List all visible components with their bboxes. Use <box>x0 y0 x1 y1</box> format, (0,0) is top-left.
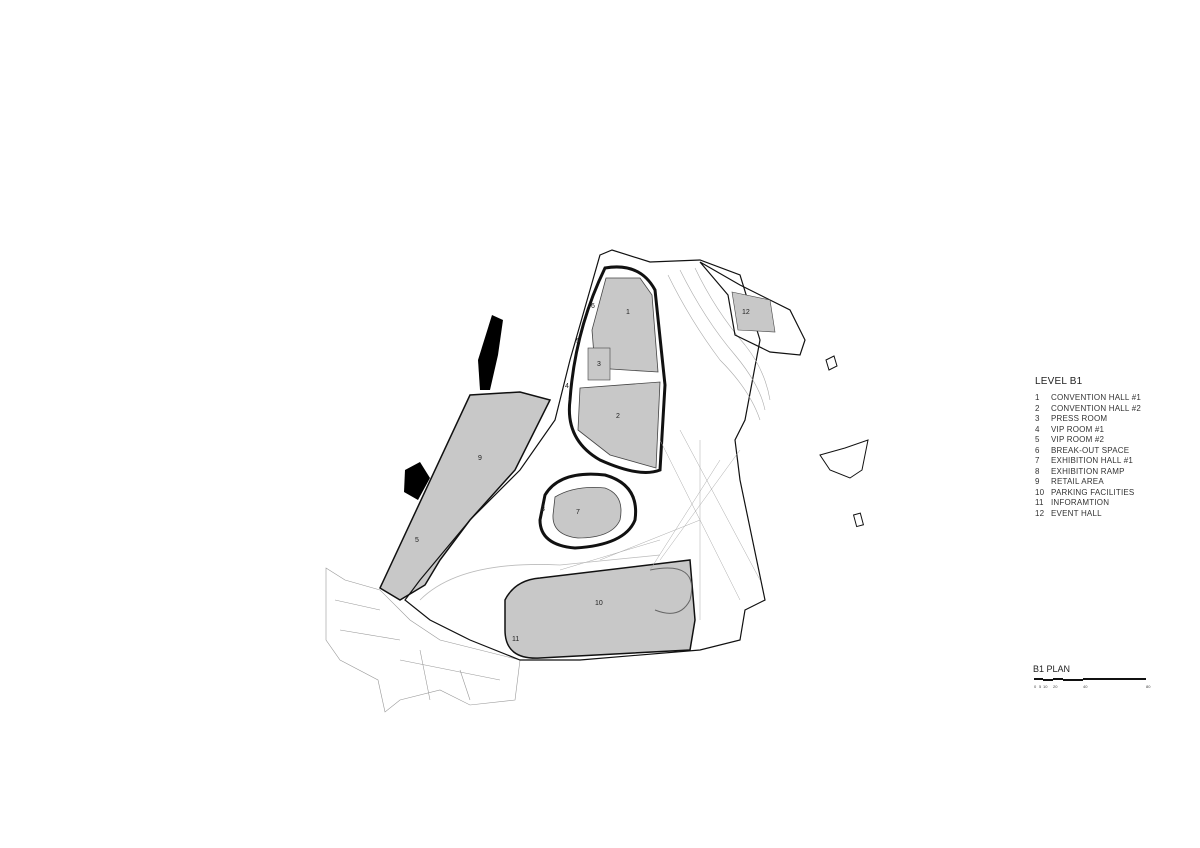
legend-item-label: PARKING FACILITIES <box>1051 487 1135 497</box>
plan-label: 4 <box>565 383 569 390</box>
scale-title: B1 PLAN <box>1033 664 1071 674</box>
legend-item-label: CONVENTION HALL #2 <box>1051 403 1141 413</box>
legend-item-number: 7 <box>1035 456 1040 465</box>
pier-structure <box>478 315 503 390</box>
plan-label: 5 <box>415 537 419 544</box>
legend-item-number: 9 <box>1035 477 1040 486</box>
legend-item: 1 CONVENTION HALL #1 <box>1035 393 1141 404</box>
legend-item-label: PRESS ROOM <box>1051 414 1108 423</box>
legend-item-number: 4 <box>1035 424 1040 434</box>
legend-item-number: 10 <box>1035 487 1045 497</box>
exhibition-loop <box>538 472 638 550</box>
press-room <box>587 347 611 381</box>
exhibition-ramp-path <box>419 554 661 601</box>
plan-label: 1 <box>626 309 630 316</box>
legend-item: 5 VIP ROOM #2 <box>1035 435 1141 446</box>
legend-item-label: INFORAMTION <box>1051 498 1110 507</box>
scale-tick-label: 80 <box>1146 684 1151 689</box>
plan-label: 12 <box>742 309 750 316</box>
plan-label: 11 <box>512 636 519 643</box>
plan-label: 6 <box>591 303 595 310</box>
event-hall-zone <box>699 261 806 356</box>
legend-title: LEVEL B1 <box>1035 376 1083 387</box>
legend-item-number: 1 <box>1035 393 1040 402</box>
plan-label: 5 <box>576 338 580 345</box>
existing-building-context <box>325 567 521 713</box>
scale-tick-label: 20 <box>1053 684 1058 689</box>
island-structure <box>852 512 865 528</box>
island-structure <box>819 439 869 479</box>
exhibition-grid <box>559 429 761 620</box>
plan-label: 3 <box>597 361 601 368</box>
parking-ramp <box>649 567 692 614</box>
legend-item: 12 EVENT HALL <box>1035 509 1141 520</box>
legend-item-number: 8 <box>1035 466 1040 476</box>
legend-item-label: RETAIL AREA <box>1051 477 1104 486</box>
scale-tick-label: 0 <box>1034 684 1037 689</box>
plan-label: 8 <box>541 506 545 513</box>
island-structure <box>825 355 838 371</box>
plan-label: 7 <box>576 509 580 516</box>
legend-item-number: 5 <box>1035 435 1040 444</box>
legend-item: 3 PRESS ROOM <box>1035 414 1141 425</box>
legend-item: 9 RETAIL AREA <box>1035 477 1141 488</box>
legend-item-label: VIP ROOM #1 <box>1051 424 1105 434</box>
legend-item-number: 6 <box>1035 445 1040 455</box>
legend-item: 2 CONVENTION HALL #2 <box>1035 404 1141 415</box>
legend-item-number: 3 <box>1035 414 1040 423</box>
legend-item: 4 VIP ROOM #1 <box>1035 425 1141 436</box>
plan-labels: 1 2 3 4 5 6 7 8 9 10 11 12 5 <box>415 303 750 643</box>
parking-zone <box>504 559 696 659</box>
legend-item-number: 11 <box>1035 498 1044 507</box>
scale-tick-label: 5 <box>1039 684 1042 689</box>
legend: LEVEL B1 1 CONVENTION HALL #1 2 CONVENTION … <box>1035 376 1141 519</box>
legend-item-number: 2 <box>1035 403 1040 413</box>
landscape-terraces <box>667 267 771 421</box>
legend-item-label: EXHIBITION RAMP <box>1051 466 1125 476</box>
legend-item-label: EVENT HALL <box>1051 508 1102 518</box>
legend-item-number: 12 <box>1035 508 1045 518</box>
convention-hall-2 <box>577 381 661 469</box>
scale-tick-label: 40 <box>1083 684 1088 689</box>
legend-item-label: EXHIBITION HALL #1 <box>1051 456 1133 465</box>
scale-tick-label: 10 <box>1043 684 1048 689</box>
legend-item-label: BREAK-OUT SPACE <box>1051 445 1130 455</box>
legend-item: 11 INFORAMTION <box>1035 498 1141 509</box>
plan-label: 2 <box>616 413 620 420</box>
legend-item: 10 PARKING FACILITIES <box>1035 488 1141 499</box>
retail-area-zone <box>379 391 552 601</box>
legend-item: 7 EXHIBITION HALL #1 <box>1035 456 1141 467</box>
legend-item: 8 EXHIBITION RAMP <box>1035 467 1141 478</box>
legend-item-label: CONVENTION HALL #1 <box>1051 393 1141 402</box>
plan-label: 9 <box>478 455 482 462</box>
dock-structure <box>404 462 430 500</box>
event-hall <box>731 291 776 333</box>
legend-item-label: VIP ROOM #2 <box>1051 435 1105 444</box>
convention-loop <box>567 265 667 474</box>
site-boundary <box>404 249 766 661</box>
legend-item: 6 BREAK-OUT SPACE <box>1035 446 1141 457</box>
exhibition-hall-1 <box>552 487 622 539</box>
plan-label: 10 <box>595 600 603 607</box>
